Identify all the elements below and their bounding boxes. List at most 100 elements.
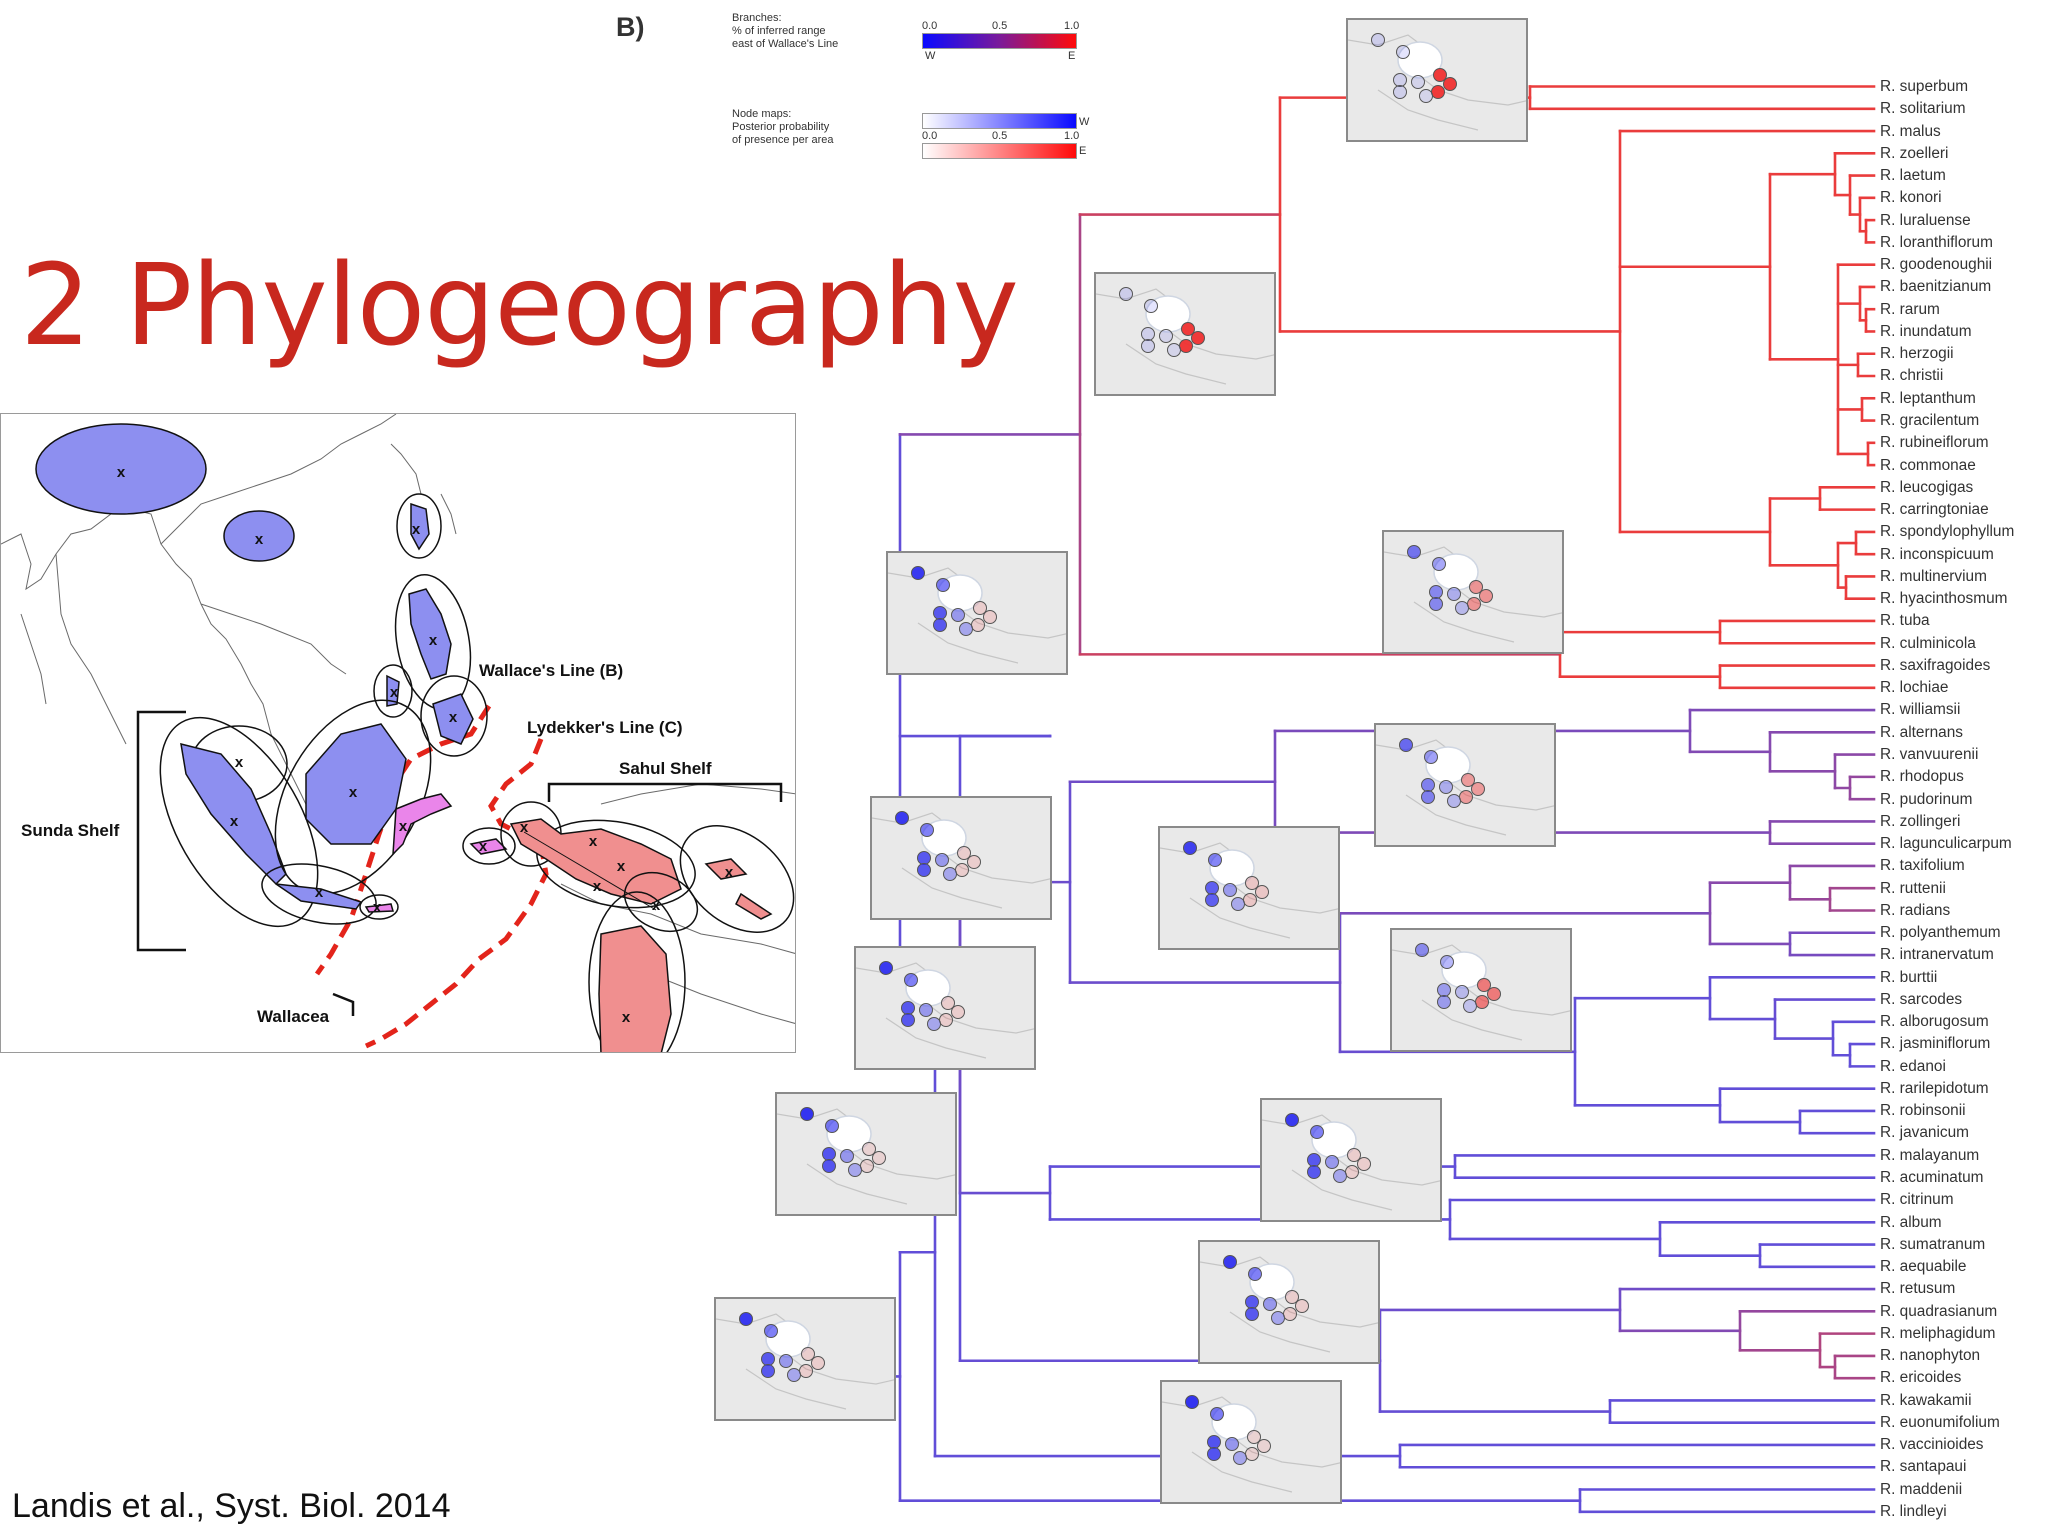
- taxon-label: R. goodenoughii: [1880, 256, 1993, 274]
- area-probability-dot: [840, 1149, 854, 1163]
- land-solomons: [735, 892, 773, 920]
- taxon-label: R. lagunculicarpum: [1880, 835, 2012, 853]
- area-himalaya: [35, 423, 207, 515]
- area-probability-dot: [1283, 1307, 1297, 1321]
- area-probability-dot: [801, 1347, 815, 1361]
- legend-branch-tick: 0.0: [922, 20, 938, 32]
- area-probability-dot: [1205, 881, 1219, 895]
- taxon-label: R. rhodopus: [1880, 768, 1964, 786]
- area-probability-dot: [1285, 1290, 1299, 1304]
- area-probability-dot: [1205, 893, 1219, 907]
- legend-nodes-line-1: Node maps:: [732, 108, 792, 120]
- area-probability-dot: [1183, 841, 1197, 855]
- area-probability-dot: [1467, 597, 1481, 611]
- taxon-label: R. herzogii: [1880, 345, 1954, 363]
- area-probability-dot: [901, 1013, 915, 1027]
- figure-legend: Branches: % of inferred range east of Wa…: [732, 12, 1102, 172]
- area-probability-dot: [822, 1159, 836, 1173]
- taxon-label: R. pudorinum: [1880, 790, 1973, 808]
- area-probability-dot: [1429, 585, 1443, 599]
- area-probability-dot: [1255, 885, 1269, 899]
- area-probability-dot: [943, 867, 957, 881]
- new-guinea-connector: [523, 831, 657, 911]
- taxon-label: R. meliphagidum: [1880, 1324, 1996, 1342]
- area-probability-dot: [1447, 587, 1461, 601]
- area-probability-dot: [1210, 1407, 1224, 1421]
- area-probability-dot: [799, 1364, 813, 1378]
- area-probability-dot: [1245, 876, 1259, 890]
- area-probability-dot: [1307, 1153, 1321, 1167]
- land-new-guinea: [509, 818, 682, 905]
- taxon-label: R. aequabile: [1880, 1258, 1967, 1276]
- area-solomons: [679, 825, 795, 933]
- shelf-brackets: [136, 710, 783, 1016]
- area-probability-dot: [1247, 1430, 1261, 1444]
- area-probability-dot: [983, 610, 997, 624]
- land-philippines: [408, 588, 452, 680]
- taxon-label: R. multinervium: [1880, 567, 1987, 585]
- map-labels: Wallace's Line (B) Lydekker's Line (C) S…: [21, 661, 712, 1026]
- taxon-label: R. radians: [1880, 901, 1951, 919]
- area-probability-dot: [1295, 1299, 1309, 1313]
- label-wallacea: Wallacea: [257, 1007, 330, 1026]
- node-map-drawing: [777, 1107, 955, 1205]
- area-markers: x x x x x x x x x x x x x x x x x x x x: [117, 464, 734, 1026]
- taxon-label: R. rubineiflorum: [1880, 434, 1989, 452]
- area-probability-dot: [787, 1368, 801, 1382]
- taxon-label: R. sarcodes: [1880, 990, 1963, 1008]
- node-map-thumbnail: [1382, 530, 1564, 654]
- sunda-bracket: [136, 710, 186, 952]
- area-probability-dot: [1181, 322, 1195, 336]
- legend-node-tick: 0.0: [922, 130, 938, 142]
- taxon-label: R. loranthiflorum: [1880, 233, 1993, 251]
- area-probability-dot: [761, 1352, 775, 1366]
- area-probability-dot: [1207, 1435, 1221, 1449]
- region-map: x x x x x x x x x x x x x x x x x x x x: [0, 413, 796, 1053]
- node-map-drawing: [716, 1312, 894, 1410]
- taxon-label: R. retusum: [1880, 1280, 1956, 1298]
- area-probability-dot: [1347, 1148, 1361, 1162]
- area-probability-dot: [1208, 853, 1222, 867]
- lydekker-line: [364, 738, 549, 1049]
- taxon-label: R. intranervatum: [1880, 946, 1994, 964]
- area-probability-dot: [1396, 45, 1410, 59]
- taxon-label: R. zoelleri: [1880, 144, 1949, 162]
- node-map-drawing: [1392, 943, 1570, 1041]
- area-probability-dot: [917, 851, 931, 865]
- area-probability-dot: [919, 1003, 933, 1017]
- label-lydekker-line: Lydekker's Line (C): [527, 718, 683, 737]
- area-probability-dot: [1477, 978, 1491, 992]
- taxon-label: R. ericoides: [1880, 1369, 1962, 1387]
- area-probability-dot: [1245, 1307, 1259, 1321]
- area-probability-dot: [1479, 589, 1493, 603]
- area-probability-dot: [941, 996, 955, 1010]
- area-probability-dot: [1431, 85, 1445, 99]
- taxon-label: R. baenitzianum: [1880, 278, 1992, 296]
- area-probability-dot: [927, 1017, 941, 1031]
- legend-node-west-gradient: [922, 113, 1077, 129]
- taxon-label: R. citrinum: [1880, 1191, 1954, 1209]
- node-map-thumbnail: [870, 796, 1052, 920]
- taxon-label: R. gracilentum: [1880, 411, 1980, 429]
- node-map-drawing: [1160, 841, 1338, 939]
- taxon-label: R. kawakamii: [1880, 1391, 1972, 1409]
- taxon-label: R. leptanthum: [1880, 389, 1976, 407]
- taxon-label: R. quadrasianum: [1880, 1302, 1998, 1320]
- area-probability-dot: [904, 973, 918, 987]
- area-probability-dot: [1439, 780, 1453, 794]
- area-probability-dot: [1223, 883, 1237, 897]
- map-drawing: x x x x x x x x x x x x x x x x x x x x: [1, 414, 795, 1052]
- area-probability-dot: [1463, 999, 1477, 1013]
- land-mindanao: [432, 693, 474, 745]
- area-probability-dot: [951, 608, 965, 622]
- area-probability-dot: [935, 853, 949, 867]
- taxon-label: R. taxifolium: [1880, 857, 1965, 875]
- area-probability-dot: [862, 1142, 876, 1156]
- legend-nodes-line-2: Posterior probability: [732, 121, 830, 133]
- taxon-label: R. hyacinthosmum: [1880, 590, 2008, 608]
- area-probability-dot: [1399, 738, 1413, 752]
- node-map-drawing: [872, 811, 1050, 909]
- taxon-label: R. commonae: [1880, 456, 1976, 474]
- area-probability-dot: [1487, 987, 1501, 1001]
